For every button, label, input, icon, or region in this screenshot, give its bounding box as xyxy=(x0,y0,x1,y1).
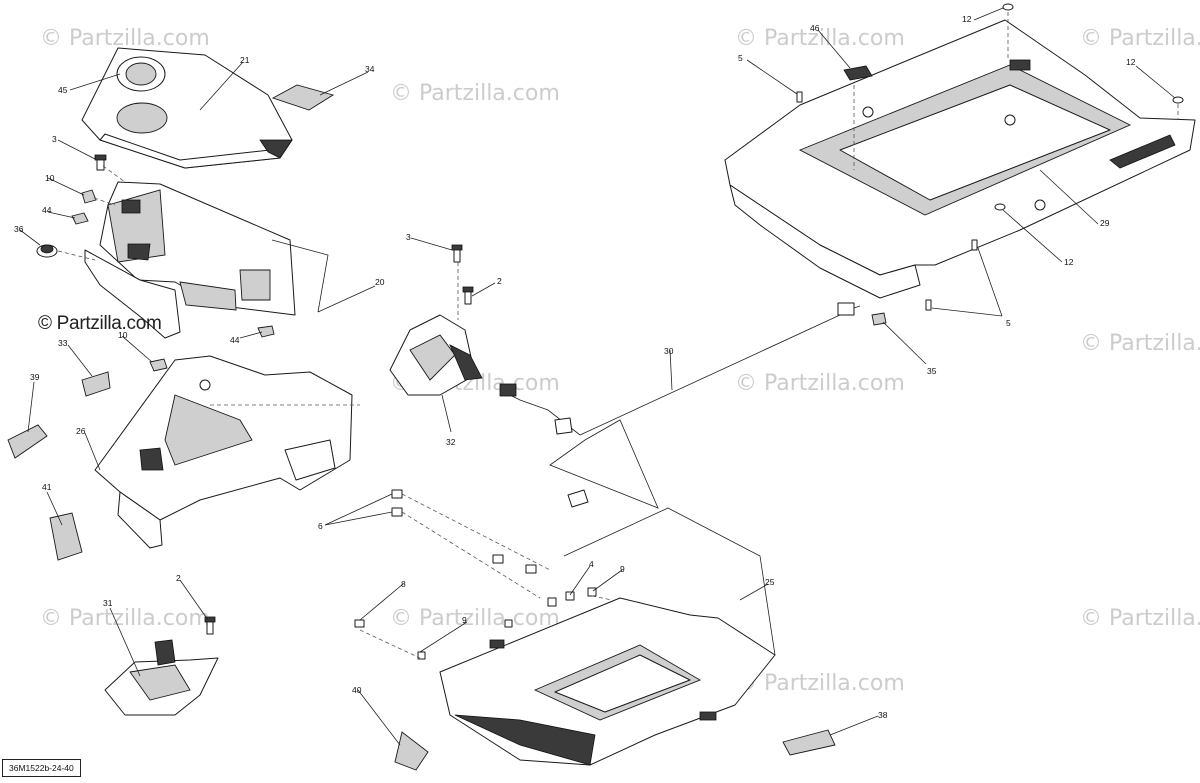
alignment-lines xyxy=(57,12,1179,659)
part-36-grommet xyxy=(36,244,58,258)
part-2-screw xyxy=(462,286,474,305)
watermark: © Partzilla.com xyxy=(390,606,560,631)
callout-6: 6 xyxy=(318,521,323,531)
part-3-screw xyxy=(451,244,463,263)
watermark: © Partzilla.com xyxy=(735,671,905,696)
watermark: © Partzilla.com xyxy=(735,371,905,396)
part-41-decal xyxy=(49,512,83,561)
part-44-clip xyxy=(257,325,275,338)
callout-44: 44 xyxy=(42,205,52,215)
fastener-set xyxy=(354,489,597,660)
callout-9: 9 xyxy=(462,615,467,625)
callout-labels: 45 21 34 3 10 44 36 20 44 10 33 39 26 41… xyxy=(14,14,1136,720)
part-33-decal xyxy=(81,371,111,397)
watermark: © Partzilla.com xyxy=(40,606,210,631)
callout-34: 34 xyxy=(365,64,375,74)
part-38-decal xyxy=(782,729,836,756)
callout-10: 10 xyxy=(45,173,55,183)
callout-12: 12 xyxy=(962,14,972,24)
reference-code: 36M1522b-24-40 xyxy=(2,759,81,777)
leader-lines xyxy=(19,7,1176,746)
callout-5: 5 xyxy=(1006,318,1011,328)
part-5-bolt xyxy=(796,91,978,311)
callout-5: 5 xyxy=(738,53,743,63)
callout-9: 9 xyxy=(620,564,625,574)
callout-26: 26 xyxy=(76,426,86,436)
watermark: © Partzilla.com xyxy=(390,81,560,106)
callout-44: 44 xyxy=(230,335,240,345)
part-12-screw xyxy=(994,3,1184,211)
callout-35: 35 xyxy=(927,366,937,376)
callout-8: 8 xyxy=(401,579,406,589)
part-20-console xyxy=(84,181,296,339)
callout-20: 20 xyxy=(375,277,385,287)
part-21-upper-cover xyxy=(81,47,293,169)
callout-30: 30 xyxy=(664,346,674,356)
part-31-lamp xyxy=(104,639,219,716)
part-29-skid-plate xyxy=(724,19,1196,299)
callout-33: 33 xyxy=(58,338,68,348)
callout-21: 21 xyxy=(240,55,250,65)
part-32-lamp-housing xyxy=(389,314,483,396)
part-10-clip xyxy=(149,358,168,372)
watermark: © Partzilla.com xyxy=(735,26,905,51)
callout-4: 4 xyxy=(589,559,594,569)
callout-2: 2 xyxy=(497,276,502,286)
callout-25: 25 xyxy=(765,577,775,587)
part-40-decal xyxy=(394,731,429,771)
part-2-screw xyxy=(204,616,216,635)
watermark: © Partzilla.com xyxy=(1080,26,1200,51)
part-44-clip xyxy=(71,212,89,225)
part-10-clip xyxy=(81,189,97,204)
callout-2: 2 xyxy=(176,573,181,583)
part-25-storage-tray xyxy=(439,597,776,766)
callout-3: 3 xyxy=(406,232,411,242)
callout-36: 36 xyxy=(14,224,24,234)
callout-29: 29 xyxy=(1100,218,1110,228)
callout-38: 38 xyxy=(878,710,888,720)
callout-12: 12 xyxy=(1064,257,1074,267)
part-26-lower-panel xyxy=(94,355,353,549)
brand-overlay: © Partzilla.com xyxy=(38,313,162,334)
callout-41: 41 xyxy=(42,482,52,492)
callout-39: 39 xyxy=(30,372,40,382)
part-35-clip xyxy=(871,312,887,326)
watermark: © Partzilla.com xyxy=(1080,606,1200,631)
part-30-harness xyxy=(499,302,861,509)
callout-40: 40 xyxy=(352,685,362,695)
callout-46: 46 xyxy=(810,23,820,33)
callout-45: 45 xyxy=(58,85,68,95)
callout-3: 3 xyxy=(52,134,57,144)
watermark: © Partzilla.com xyxy=(40,26,210,51)
callout-31: 31 xyxy=(103,598,113,608)
part-39-decal xyxy=(7,424,48,459)
part-3-screw xyxy=(94,154,107,171)
part-34-decal xyxy=(271,84,335,111)
watermark: © Partzilla.com xyxy=(1080,331,1200,356)
part-46-decal xyxy=(843,65,873,81)
callout-10: 10 xyxy=(118,330,128,340)
callout-12: 12 xyxy=(1126,57,1136,67)
callout-32: 32 xyxy=(446,437,456,447)
